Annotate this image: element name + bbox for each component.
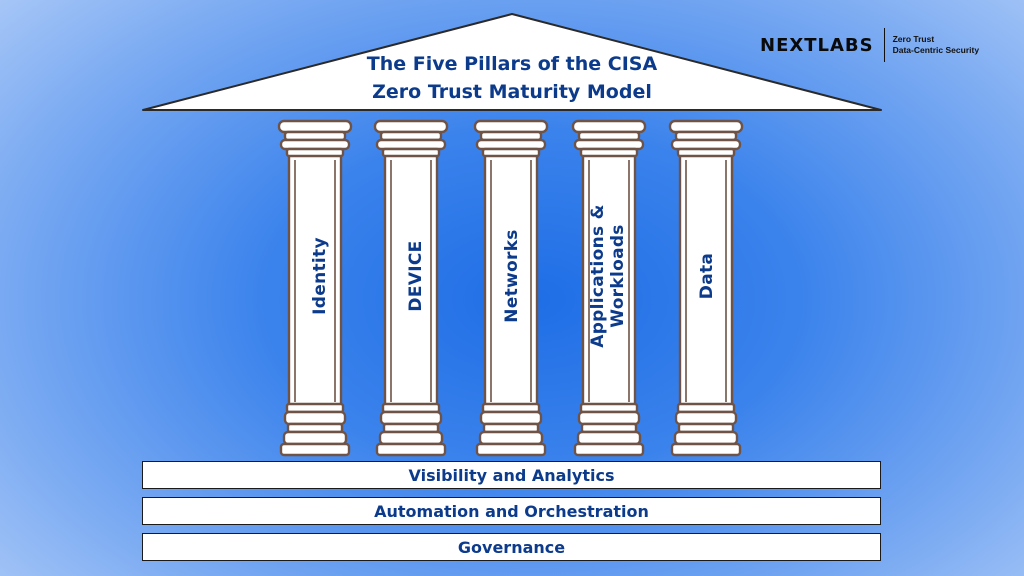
pillar-plinth	[375, 442, 447, 457]
foundation-label: Automation and Orchestration	[374, 501, 649, 521]
pillar-label-data: Data	[683, 146, 731, 406]
pillar-capital-top	[473, 119, 549, 134]
pillar-plinth	[279, 442, 351, 457]
nextlabs-logo: NEXTLABS Zero Trust Data-Centric Securit…	[760, 28, 979, 62]
pillar-label-line-1: Identity	[310, 237, 330, 315]
pillar-capital-neck	[676, 147, 736, 158]
pillar-device	[373, 119, 449, 457]
pillar-label-line-1: Networks	[502, 229, 522, 323]
roof-pediment	[142, 13, 882, 111]
pillar-base-torus	[479, 410, 543, 426]
logo-tagline-line-1: Zero Trust	[892, 34, 935, 44]
foundation-bar-automation: Automation and Orchestration	[142, 497, 881, 525]
pillar-base-lower-torus	[378, 430, 444, 446]
title-line-2: Zero Trust Maturity Model	[372, 81, 652, 103]
title-line-1: The Five Pillars of the CISA	[366, 53, 658, 75]
pillar-label-device: DEVICE	[392, 146, 440, 406]
logo-tagline: Zero Trust Data-Centric Security	[893, 34, 979, 56]
foundation-bar-visibility: Visibility and Analytics	[142, 461, 881, 489]
pillar-label-applications-workloads: Applications & Workloads	[584, 146, 632, 406]
pillar-capital-top	[571, 119, 647, 134]
pillar-label-line-1: Applications &	[588, 204, 608, 348]
pillar-base-lower-torus	[673, 430, 739, 446]
pillar-capital-neck	[381, 147, 441, 158]
pillar-base-lower-torus	[282, 430, 348, 446]
pillar-label-line-1: DEVICE	[406, 240, 426, 312]
pillar-label-networks: Networks	[488, 146, 536, 406]
pillar-capital-neck	[579, 147, 639, 158]
pillar-capital-top	[277, 119, 353, 134]
pillar-base-lower-torus	[576, 430, 642, 446]
diagram-title: The Five Pillars of the CISA Zero Trust …	[300, 50, 724, 106]
pillar-identity	[277, 119, 353, 457]
foundation-bar-governance: Governance	[142, 533, 881, 561]
pillar-plinth	[670, 442, 742, 457]
pillar-plinth	[475, 442, 547, 457]
pillar-base-lower-torus	[478, 430, 544, 446]
pillar-capital-top	[373, 119, 449, 134]
pillar-base-torus	[283, 410, 347, 426]
pillar-capital-neck	[285, 147, 345, 158]
pillar-base-torus	[577, 410, 641, 426]
pillar-label-identity: Identity	[296, 146, 344, 406]
pillar-capital-neck	[481, 147, 541, 158]
pillar-label-line-2: Workloads	[608, 224, 628, 328]
pillar-data	[668, 119, 744, 457]
pillar-base-torus	[674, 410, 738, 426]
pillar-base-torus	[379, 410, 443, 426]
logo-divider	[883, 28, 885, 62]
logo-tagline-line-2: Data-Centric Security	[892, 45, 980, 55]
pillar-applications-workloads	[571, 119, 647, 457]
pillar-plinth	[573, 442, 645, 457]
pillar-label-line-1: Data	[697, 252, 717, 300]
foundation-label: Governance	[457, 537, 566, 557]
foundation-label: Visibility and Analytics	[408, 465, 615, 485]
logo-wordmark: NEXTLABS	[760, 34, 874, 56]
pillar-networks	[473, 119, 549, 457]
pillar-capital-top	[668, 119, 744, 134]
